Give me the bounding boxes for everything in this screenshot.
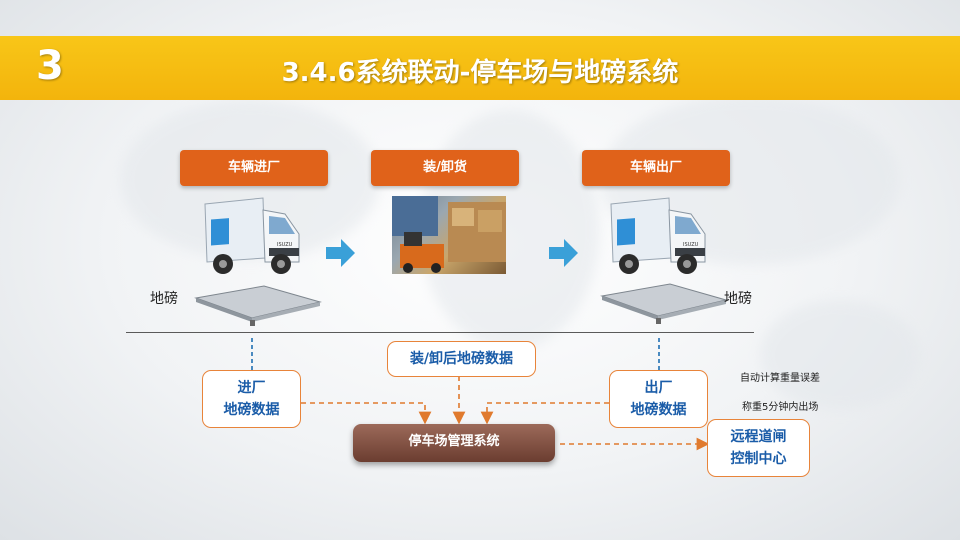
exit-box-line1: 出厂 xyxy=(644,380,673,396)
remote-box-line2: 控制中心 xyxy=(730,451,787,467)
truck-icon-exit: ISUZU xyxy=(610,197,706,274)
stage-vehicle-exit: 车辆出厂 xyxy=(582,150,730,186)
section-number: 3 xyxy=(36,43,64,89)
title-banner: 3 3.4.6系统联动-停车场与地磅系统 xyxy=(0,36,960,100)
arrow-right-icon xyxy=(549,239,578,267)
weighbridge-icon-exit xyxy=(600,283,728,324)
page-title: 3.4.6系统联动-停车场与地磅系统 xyxy=(281,58,679,88)
after-load-box-label: 装/卸后地磅数据 xyxy=(409,351,514,367)
truck-brand-text: ISUZU xyxy=(683,242,699,248)
entry-weighbridge-data-box: 进厂 地磅数据 xyxy=(202,370,301,428)
weighbridge-icon-entry xyxy=(194,285,322,326)
stage-vehicle-entry: 车辆进厂 xyxy=(180,150,328,186)
stage-load-unload: 装/卸货 xyxy=(371,150,519,186)
weighbridge-label-right: 地磅 xyxy=(724,291,752,307)
map-background-shape xyxy=(760,300,920,410)
exit-weighbridge-data-box: 出厂 地磅数据 xyxy=(609,370,708,428)
exit-box-line2: 地磅数据 xyxy=(630,402,687,418)
ground-line xyxy=(126,332,754,333)
parking-management-system-box: 停车场管理系统 xyxy=(353,424,555,462)
weighbridge-label-left: 地磅 xyxy=(150,291,178,307)
remote-box-line1: 远程道闸 xyxy=(730,429,787,445)
entry-box-line1: 进厂 xyxy=(237,380,266,396)
arrow-right-icon xyxy=(326,239,355,267)
note-time-limit: 称重5分钟内出场 xyxy=(742,402,819,413)
entry-box-line2: 地磅数据 xyxy=(223,402,280,418)
truck-icon-entry: ISUZU xyxy=(204,197,300,274)
after-load-weighbridge-data-box: 装/卸后地磅数据 xyxy=(387,341,536,377)
note-auto-calculate: 自动计算重量误差 xyxy=(740,373,820,384)
truck-brand-text: ISUZU xyxy=(277,242,293,248)
remote-gate-control-box: 远程道闸 控制中心 xyxy=(707,419,810,477)
forklift-loading-photo xyxy=(392,196,506,274)
